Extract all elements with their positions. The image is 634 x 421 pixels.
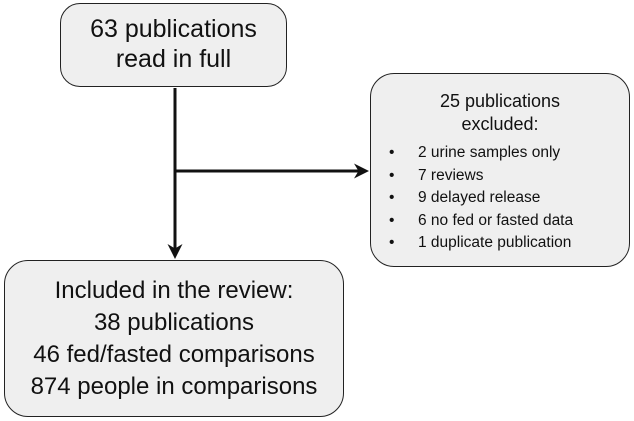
top-box-line-2: read in full [115, 45, 232, 73]
bullet-icon: • [389, 166, 395, 184]
exclusion-item: • 2 urine samples only [389, 142, 629, 165]
included-in-review-box: Included in the review: 38 publications … [4, 260, 344, 417]
included-comparisons-count: 46 fed/fasted comparisons [33, 341, 315, 368]
exclusion-reasons-list: • 2 urine samples only • 7 reviews • 9 dela… [371, 142, 629, 255]
exclusion-item-text: 1 duplicate publication [418, 234, 572, 251]
bullet-icon: • [389, 234, 395, 251]
included-heading: Included in the review: [54, 277, 294, 304]
included-people-count: 874 people in comparisons [30, 373, 318, 400]
exclusion-item: • 1 duplicate publication [389, 232, 629, 255]
top-box-line-1: 63 publications [90, 15, 257, 43]
exclusion-item: • 6 no fed or fasted data [389, 210, 629, 233]
exclusion-item: • 7 reviews [389, 165, 629, 188]
exclusion-item-text: 7 reviews [418, 166, 484, 184]
included-publications-count: 38 publications [93, 309, 255, 336]
publications-read-box: 63 publications read in full [60, 3, 287, 87]
bullet-icon: • [389, 189, 395, 206]
bullet-icon: • [389, 144, 395, 161]
exclusion-item-text: 6 no fed or fasted data [418, 211, 574, 229]
bullet-icon: • [389, 211, 395, 229]
excluded-title-line-2: excluded: [461, 114, 539, 134]
excluded-title-line-1: 25 publications [439, 91, 561, 111]
exclusion-item-text: 9 delayed release [418, 189, 541, 206]
exclusion-item-text: 2 urine samples only [418, 144, 561, 161]
excluded-publications-box: 25 publications excluded: • 2 urine sampl… [370, 73, 630, 267]
exclusion-item: • 9 delayed release [389, 187, 629, 210]
